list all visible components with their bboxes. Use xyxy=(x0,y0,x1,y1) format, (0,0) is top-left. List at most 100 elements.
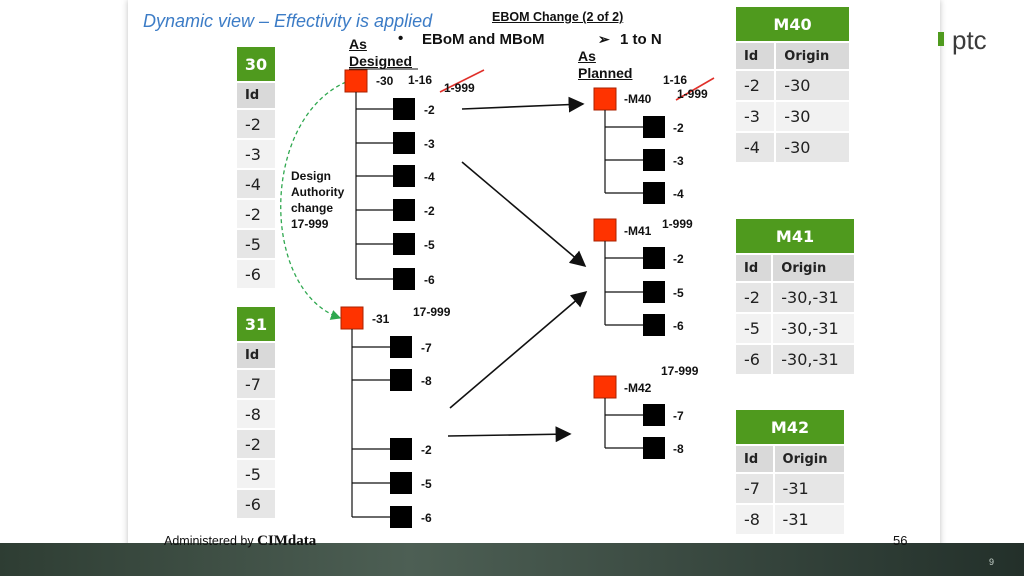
table-m41-header: M41 xyxy=(734,217,856,255)
child-30-3-label: -4 xyxy=(424,170,435,184)
design-authority-line1: Design xyxy=(291,169,332,183)
strike-m40-old-eff xyxy=(675,77,715,101)
node-31-eff: 17-999 xyxy=(413,305,451,319)
table-row: -3 -30 xyxy=(733,100,851,133)
table-m41-col-id: Id xyxy=(733,253,774,283)
child-m42-2-icon xyxy=(643,437,665,459)
child-m40-2-label: -3 xyxy=(673,154,684,168)
ebom-mbom-label: EBoM and MBoM xyxy=(422,31,545,48)
as-planned-line2: Planned xyxy=(578,65,633,81)
table-row: -2 xyxy=(235,108,277,140)
arrow-bullet-icon: ➢ xyxy=(598,31,610,47)
table-m42-id-cell: -8 xyxy=(734,503,775,536)
map-arrow-31-m42 xyxy=(447,426,572,443)
child-m40-1-label: -2 xyxy=(673,121,684,135)
child-31-2-icon xyxy=(390,369,412,391)
as-designed-line1: As xyxy=(349,36,367,52)
child-m40-3-icon xyxy=(643,182,665,204)
table-m41-col-origin: Origin xyxy=(771,253,856,283)
table-row: -5 xyxy=(235,228,277,260)
table-31: 31 Id -7 -8 -2 -5 -6 xyxy=(235,305,277,520)
child-30-5-label: -5 xyxy=(424,238,435,252)
table-31-col-id: Id xyxy=(235,341,277,370)
footer-administered-label: Administered by xyxy=(164,534,254,548)
design-authority-connector xyxy=(280,81,347,320)
design-authority-line3: change xyxy=(291,201,334,215)
table-m41-id-cell: -2 xyxy=(733,281,774,314)
table-m40-header: M40 xyxy=(734,5,851,43)
child-30-2-label: -3 xyxy=(424,137,435,151)
child-m41-1-label: -2 xyxy=(673,252,684,266)
table-row: -8 xyxy=(235,398,277,430)
child-30-3-icon xyxy=(393,165,415,187)
child-30-1-icon xyxy=(393,98,415,120)
map-arrow-30-m40 xyxy=(461,96,585,113)
map-arrow-30-m41 xyxy=(461,161,587,268)
child-30-5-icon xyxy=(393,233,415,255)
node-31-label: -31 xyxy=(372,312,390,326)
table-30-col-id: Id xyxy=(235,81,277,110)
table-m40-origin-cell: -30 xyxy=(774,131,851,164)
node-m40-eff-old: 1-999 xyxy=(677,87,708,101)
child-m40-2-icon xyxy=(643,149,665,171)
footer-page-number: 56 xyxy=(893,533,908,548)
table-m41-id-cell: -6 xyxy=(733,343,774,376)
table-row: -6 xyxy=(235,258,277,290)
table-m40-col-origin: Origin xyxy=(774,41,851,71)
table-row: -2 -30 xyxy=(733,69,851,102)
table-31-header: 31 xyxy=(235,305,277,343)
map-arrow-31-m41 xyxy=(449,290,588,409)
page-title: Dynamic view – Effectivity is applied xyxy=(143,11,433,31)
table-m42-col-id: Id xyxy=(734,444,775,474)
table-30: 30 Id -2 -3 -4 -2 -5 -6 xyxy=(235,45,277,290)
child-31-5-label: -6 xyxy=(421,511,432,525)
design-authority-line2: Authority xyxy=(291,185,345,199)
table-row: -7 xyxy=(235,368,277,400)
node-m40-label: -M40 xyxy=(624,92,652,106)
table-row: -6 xyxy=(235,488,277,520)
child-m41-3-icon xyxy=(643,314,665,336)
child-31-5-icon xyxy=(390,506,412,528)
table-m42-id-cell: -7 xyxy=(734,472,775,505)
table-row: -6 -30,-31 xyxy=(733,343,856,376)
child-m41-2-label: -5 xyxy=(673,286,684,300)
cimdata-logo: CIMdata xyxy=(257,533,317,549)
table-m40-id-cell: -2 xyxy=(733,69,777,102)
node-m40-icon xyxy=(593,87,617,111)
child-m42-1-label: -7 xyxy=(673,409,684,423)
child-m40-3-label: -4 xyxy=(673,187,684,201)
table-row: -2 -30,-31 xyxy=(733,281,856,314)
node-30-icon xyxy=(344,69,368,93)
footer-administered: Administered by CIMdata xyxy=(164,533,316,550)
node-m41-icon xyxy=(593,218,617,242)
table-m40-origin-cell: -30 xyxy=(774,69,851,102)
table-m42-origin-cell: -31 xyxy=(772,472,847,505)
design-authority-line4: 17-999 xyxy=(291,217,329,231)
table-m40-origin-cell: -30 xyxy=(774,100,851,133)
table-row: -8 -31 xyxy=(734,503,847,536)
ptc-logo: ptc xyxy=(952,25,987,55)
strike-30-old-eff xyxy=(439,69,485,93)
table-m41-origin-cell: -30,-31 xyxy=(771,281,856,314)
child-m41-2-icon xyxy=(643,281,665,303)
ptc-logo-mark-icon xyxy=(938,32,944,46)
as-planned-line1: As xyxy=(578,48,596,64)
table-30-header: 30 xyxy=(235,45,277,83)
table-m42: M42 Id Origin -7 -31 -8 -31 xyxy=(734,408,847,536)
table-row: -3 xyxy=(235,138,277,170)
child-31-3-label: -2 xyxy=(421,443,432,457)
child-m41-3-label: -6 xyxy=(673,319,684,333)
node-30-label: -30 xyxy=(376,74,394,88)
node-30-eff: 1-16 xyxy=(408,73,433,87)
table-row: -5 -30,-31 xyxy=(733,312,856,345)
table-row: -2 xyxy=(235,198,277,230)
child-31-1-label: -7 xyxy=(421,341,432,355)
node-m40-eff: 1-16 xyxy=(663,73,688,87)
table-m40-id-cell: -4 xyxy=(733,131,777,164)
child-31-1-icon xyxy=(390,336,412,358)
node-m41-label: -M41 xyxy=(624,224,652,238)
child-31-2-label: -8 xyxy=(421,374,432,388)
child-30-4-icon xyxy=(393,199,415,221)
bullet-glyph: • xyxy=(398,30,404,47)
